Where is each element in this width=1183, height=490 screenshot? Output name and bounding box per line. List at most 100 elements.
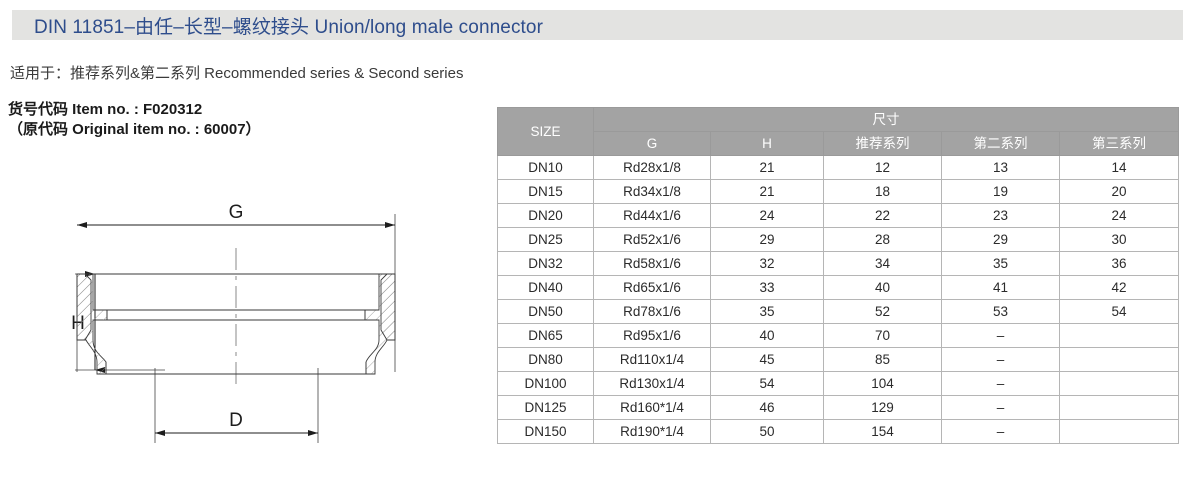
column-header-group-dimensions: 尺寸 [592,107,1180,132]
body-right-section [364,273,396,375]
cell-h: 21 [710,155,824,180]
cell-second: 13 [941,155,1060,180]
column-header-size: SIZE [497,107,594,156]
cell-size: DN20 [497,203,594,228]
cell-second: 41 [941,275,1060,300]
cell-g: Rd130x1/4 [593,371,711,396]
spec-table-head: SIZE 尺寸 G H 推荐系列 第二系列 第三系列 [497,107,1180,156]
page-title: DIN 11851–由任–长型–螺纹接头 Union/long male con… [34,16,544,38]
column-header-h: H [710,131,824,156]
cell-g: Rd110x1/4 [593,347,711,372]
cell-h: 46 [710,395,824,420]
cell-size: DN32 [497,251,594,276]
cell-second: – [941,419,1060,444]
cell-size: DN40 [497,275,594,300]
subtitle-text: 适用于：推荐系列&第二系列 Recommended series & Secon… [10,65,464,82]
cell-h: 50 [710,419,824,444]
cell-recommended: 40 [823,275,942,300]
cell-g: Rd65x1/6 [593,275,711,300]
cell-g: Rd28x1/8 [593,155,711,180]
cell-third: 42 [1058,275,1180,300]
cell-size: DN10 [497,155,594,180]
cell-third [1058,395,1180,420]
cell-second: – [941,371,1060,396]
cell-size: DN25 [497,227,594,252]
cell-h: 21 [710,179,824,204]
original-item-no-line: （原代码 Original item no. : 60007） [8,121,261,138]
cell-h: 32 [710,251,824,276]
cell-g: Rd44x1/6 [593,203,711,228]
cell-third: 54 [1058,299,1180,324]
dimension-d: D [155,410,318,436]
cell-h: 45 [710,347,824,372]
cell-third [1058,371,1180,396]
cell-recommended: 34 [823,251,942,276]
cell-second: – [941,347,1060,372]
dimension-g: G [77,202,395,228]
cell-recommended: 52 [823,299,942,324]
cell-recommended: 28 [823,227,942,252]
dimension-g-label: G [229,202,244,223]
item-number-block: 货号代码 Item no. : F020312 （原代码 Original it… [8,100,261,140]
cell-g: Rd78x1/6 [593,299,711,324]
cell-third: 20 [1058,179,1180,204]
cell-g: Rd52x1/6 [593,227,711,252]
cell-second: 19 [941,179,1060,204]
cell-g: Rd160*1/4 [593,395,711,420]
cell-recommended: 129 [823,395,942,420]
cell-third [1058,323,1180,348]
dimension-d-label: D [229,410,243,431]
cell-recommended: 85 [823,347,942,372]
cell-third: 24 [1058,203,1180,228]
cell-recommended: 154 [823,419,942,444]
item-no-line: 货号代码 Item no. : F020312 [8,101,203,118]
column-header-recommended: 推荐系列 [823,131,942,156]
cell-second: 53 [941,299,1060,324]
cell-g: Rd190*1/4 [593,419,711,444]
cell-third [1058,347,1180,372]
cell-g: Rd58x1/6 [593,251,711,276]
flange-outline [76,273,396,374]
cell-size: DN15 [497,179,594,204]
cell-h: 40 [710,323,824,348]
cell-h: 24 [710,203,824,228]
column-header-third: 第三系列 [1058,131,1180,156]
cell-size: DN100 [497,371,594,396]
cell-recommended: 18 [823,179,942,204]
cell-recommended: 12 [823,155,942,180]
cell-size: DN150 [497,419,594,444]
cell-h: 33 [710,275,824,300]
cell-third: 30 [1058,227,1180,252]
cell-g: Rd34x1/8 [593,179,711,204]
connector-cross-section-svg: G H D [71,202,396,443]
cell-second: 29 [941,227,1060,252]
technical-drawing: G H D [55,190,455,475]
cell-second: 35 [941,251,1060,276]
cell-second: 23 [941,203,1060,228]
lip-left [76,273,92,341]
cell-recommended: 22 [823,203,942,228]
cell-third: 36 [1058,251,1180,276]
cell-third: 14 [1058,155,1180,180]
cell-h: 35 [710,299,824,324]
cell-recommended: 104 [823,371,942,396]
cell-second: – [941,395,1060,420]
cell-size: DN80 [497,347,594,372]
cell-size: DN50 [497,299,594,324]
column-header-g: G [593,131,711,156]
title-banner: DIN 11851–由任–长型–螺纹接头 Union/long male con… [12,10,1183,40]
cell-g: Rd95x1/6 [593,323,711,348]
header-row-columns: G H 推荐系列 第二系列 第三系列 [498,131,1180,156]
